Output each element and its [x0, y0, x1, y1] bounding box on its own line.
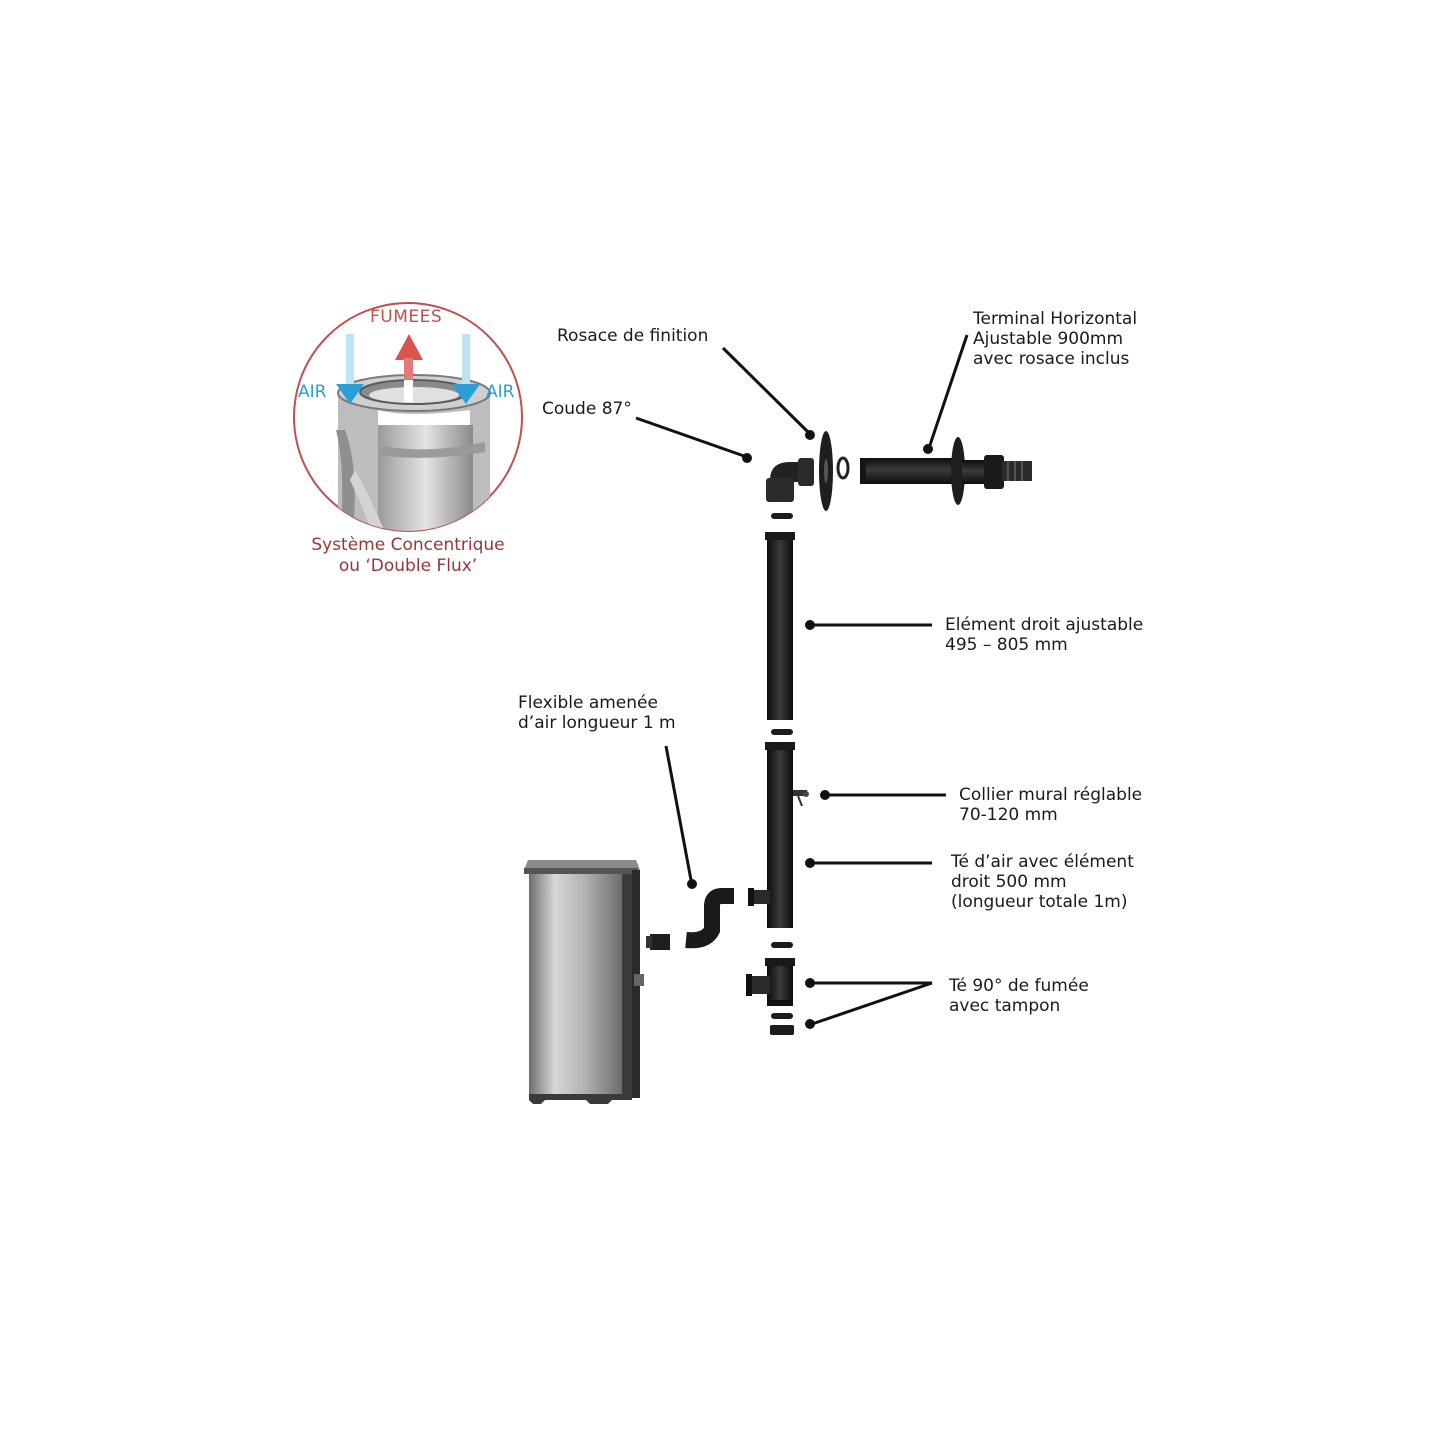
label-smoke-tee: Té 90° de fumée avec tampon [949, 976, 1089, 1016]
seal-ring [771, 729, 793, 735]
label-terminal-line2: Ajustable 900mm [973, 329, 1124, 349]
smoke-arrow-icon [395, 334, 423, 402]
label-straight-element-line2: 495 – 805 mm [945, 635, 1068, 655]
horizontal-terminal [860, 437, 1032, 505]
label-terminal-line3: avec rosace inclus [973, 349, 1130, 369]
seal-ring [771, 1013, 793, 1019]
label-rosette: Rosace de finition [557, 326, 708, 346]
inset-air-left-label: AIR [298, 382, 327, 402]
label-elbow-line1: Coude 87° [542, 399, 632, 419]
label-straight-element-line1: Elément droit ajustable [945, 615, 1144, 635]
inset-caption: Système Concentrique ou ‘Double Flux’ [290, 535, 526, 577]
label-flexible-hose: Flexible amenée d’air longueur 1 m [518, 693, 676, 733]
outer-pipe-shape [338, 395, 490, 531]
inner-pipe-body [378, 425, 473, 531]
inset-air-right-label: AIR [486, 382, 515, 402]
inset-caption-line2: ou ‘Double Flux’ [338, 556, 478, 576]
label-air-tee-line2: droit 500 mm [951, 872, 1067, 892]
pellet-stove [524, 860, 670, 1104]
elbow-87 [766, 458, 814, 502]
label-wall-bracket-line1: Collier mural réglable [959, 785, 1143, 805]
seal-ring [771, 942, 793, 948]
wall-bracket [793, 790, 809, 807]
label-rosette-line1: Rosace de finition [557, 326, 709, 346]
concentric-system-inset [293, 302, 523, 532]
leader-lines [635, 334, 969, 1029]
label-wall-bracket-line2: 70-120 mm [959, 805, 1058, 825]
label-smoke-tee-line1: Té 90° de fumée [949, 976, 1089, 996]
air-tee-element [748, 742, 795, 928]
seal-ring-small [836, 456, 850, 480]
label-flexible-hose-line1: Flexible amenée [518, 693, 658, 713]
label-straight-element: Elément droit ajustable 495 – 805 mm [945, 615, 1143, 655]
label-flexible-hose-line2: d’air longueur 1 m [518, 713, 676, 733]
label-terminal: Terminal Horizontal Ajustable 900mm avec… [973, 309, 1137, 369]
air-arrow-left-icon [336, 334, 364, 404]
label-elbow: Coude 87° [542, 399, 632, 419]
label-air-tee-line1: Té d’air avec élément [951, 852, 1134, 872]
adjustable-straight-element [765, 532, 795, 720]
label-wall-bracket: Collier mural réglable 70-120 mm [959, 785, 1142, 825]
seal-ring [771, 513, 793, 519]
label-smoke-tee-line2: avec tampon [949, 996, 1061, 1016]
air-arrow-right-icon [452, 334, 480, 404]
label-air-tee: Té d’air avec élément droit 500 mm (long… [951, 852, 1134, 912]
label-terminal-line1: Terminal Horizontal [973, 309, 1138, 329]
smoke-tee-90 [746, 958, 795, 1006]
inset-smoke-label: FUMEES [370, 307, 443, 327]
flexible-air-hose [685, 888, 734, 949]
cap-plug [770, 1025, 794, 1035]
label-air-tee-line3: (longueur totale 1m) [951, 892, 1128, 912]
inset-caption-line1: Système Concentrique [311, 535, 505, 555]
flue-components [524, 431, 1032, 1104]
